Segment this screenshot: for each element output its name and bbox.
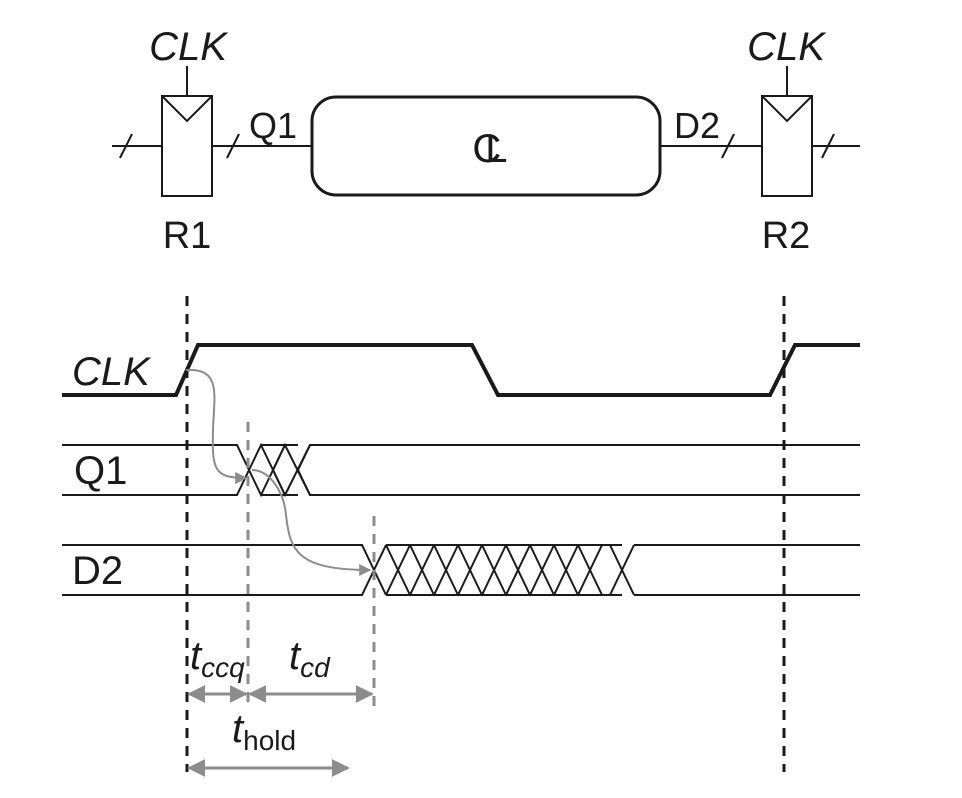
r1-input-bus-slash [119,133,133,159]
tccq-label: tccq [190,634,245,683]
r2-clock-label: CLK [747,25,827,69]
thold-label: thold [232,707,296,756]
clk-signal-label: CLK [72,350,152,394]
r2-clock-triangle [761,95,813,123]
r1-clock-label: CLK [149,25,229,69]
q1-signal-label: Q1 [74,449,127,493]
q1-bus-slash [226,133,240,159]
r2-label: R2 [762,215,811,257]
d2-signal-label: D2 [72,549,123,593]
register-r1 [161,95,213,197]
register-r2 [761,95,813,197]
circuit-schematic: CLK R1 Q1 CL D2 CLK R2 [112,25,860,257]
d2-waveform [62,544,860,596]
q1-waveform [62,442,860,498]
q1-wire-label: Q1 [249,105,297,146]
d2-bus-slash [721,133,735,159]
r1-label: R1 [163,215,212,257]
timing-diagram: CLK Q1 D2 [62,296,860,777]
d2-transition-region [373,544,635,596]
clk-waveform [62,343,860,397]
tcd-label: tcd [289,634,331,683]
d2-wire-label: D2 [674,105,720,146]
q1-to-d2-arrow [251,469,372,576]
r1-clock-triangle [161,95,213,123]
r2-output-bus-slash [821,133,835,159]
clk-to-q1-arrow [185,368,248,484]
